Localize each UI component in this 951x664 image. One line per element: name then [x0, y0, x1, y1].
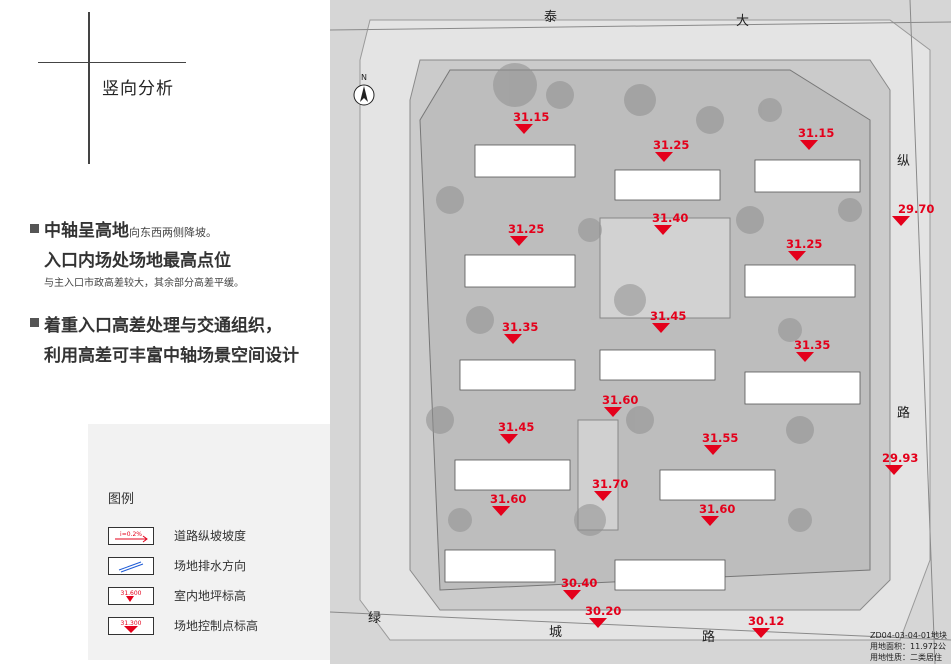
- road-label-south-3: 路: [702, 630, 716, 645]
- elevation-label: 31.15: [513, 110, 550, 124]
- indoor-sample-label: 31.600: [121, 590, 142, 597]
- road-label-north-1: 泰: [544, 10, 558, 25]
- elevation-label: 31.15: [798, 126, 835, 140]
- elevation-marker-icon: [589, 618, 607, 628]
- elevation-marker-icon: [492, 506, 510, 516]
- title-cross-horizontal-line: [38, 62, 186, 63]
- drainage-arrow-icon: [108, 557, 154, 575]
- left-panel: 竖向分析 中轴呈高地向东西两侧降坡。 入口内场处场地最高点位 与主入口市政高差较…: [0, 0, 330, 664]
- slope-arrow-icon: i=0.2%: [108, 527, 154, 545]
- legend-item-indoor: 31.600 室内地坪标高: [108, 586, 328, 606]
- road-label-east-1: 纵: [897, 154, 911, 169]
- elevation-marker-icon: [892, 216, 910, 226]
- elevation-label: 31.60: [602, 393, 639, 407]
- elevation-label: 30.12: [748, 614, 785, 628]
- indoor-elevation-icon: 31.600: [108, 587, 154, 605]
- elevation-marker-icon: [510, 236, 528, 246]
- elevation-label: 31.60: [699, 502, 736, 516]
- elevation-marker-icon: [704, 445, 722, 455]
- road-label-south-1: 绿: [368, 611, 382, 626]
- bullet-square-icon: [30, 224, 39, 233]
- elevation-label: 29.93: [882, 451, 919, 465]
- site-plan-drawing: N: [330, 0, 951, 664]
- road-label-north-2: 大: [736, 14, 750, 29]
- point-2: 入口内场处场地最高点位: [44, 251, 231, 271]
- elevation-label: 31.25: [653, 138, 690, 152]
- legend-label-indoor: 室内地坪标高: [174, 589, 247, 603]
- elevation-marker-icon: [752, 628, 770, 638]
- elevation-label: 31.35: [794, 338, 831, 352]
- site-sample-label: 31.300: [121, 620, 142, 627]
- elevation-marker-icon: [500, 434, 518, 444]
- point-1-headline: 中轴呈高地: [44, 221, 129, 241]
- elevation-marker-icon: [515, 124, 533, 134]
- point-1: 中轴呈高地向东西两侧降坡。: [44, 216, 217, 241]
- elevation-label: 31.70: [592, 477, 629, 491]
- elevation-label: 31.55: [702, 431, 739, 445]
- elevation-marker-icon: [654, 225, 672, 235]
- site-elevation-icon: 31.300: [108, 617, 154, 635]
- point-3: 着重入口高差处理与交通组织，: [44, 316, 282, 336]
- elevation-marker-icon: [604, 407, 622, 417]
- legend-label-slope: 道路纵坡坡度: [174, 529, 247, 543]
- page-title: 竖向分析: [102, 79, 174, 99]
- legend-item-site: 31.300 场地控制点标高: [108, 616, 328, 636]
- elevation-marker-icon: [788, 251, 806, 261]
- elevation-label: 31.45: [498, 420, 535, 434]
- elevation-marker-icon: [800, 140, 818, 150]
- elevation-marker-icon: [885, 465, 903, 475]
- plot-info-use: 用地性质：二类居住: [870, 653, 942, 662]
- bullet-square-icon: [30, 318, 39, 327]
- elevation-label: 30.20: [585, 604, 622, 618]
- elevation-label: 31.45: [650, 309, 687, 323]
- point-4: 利用高差可丰富中轴场景空间设计: [44, 346, 299, 366]
- site-plan: N 泰 大 纵 路 绿 城 路 31.15 31.25 31.15 29.70 …: [330, 0, 951, 664]
- elevation-marker-icon: [594, 491, 612, 501]
- elevation-marker-icon: [655, 152, 673, 162]
- point-2-note: 与主入口市政高差较大，其余部分高差平缓。: [44, 278, 244, 289]
- elevation-label: 31.25: [786, 237, 823, 251]
- elevation-label: 31.60: [490, 492, 527, 506]
- plot-info-id: ZD04-03-04-01地块: [870, 631, 948, 640]
- legend-title: 图例: [108, 492, 135, 507]
- elevation-marker-icon: [652, 323, 670, 333]
- elevation-label: 31.40: [652, 211, 689, 225]
- elevation-marker-icon: [796, 352, 814, 362]
- elevation-label: 31.35: [502, 320, 539, 334]
- elevation-label: 31.25: [508, 222, 545, 236]
- slope-sample-label: i=0.2%: [120, 531, 142, 538]
- elevation-marker-icon: [701, 516, 719, 526]
- legend-label-drainage: 场地排水方向: [174, 559, 247, 573]
- elevation-marker-icon: [563, 590, 581, 600]
- road-label-south-2: 城: [549, 625, 563, 640]
- plot-info-area: 用地面积：11.972公: [870, 642, 946, 651]
- elevation-label: 30.40: [561, 576, 598, 590]
- legend-item-slope: i=0.2% 道路纵坡坡度: [108, 526, 328, 546]
- road-label-east-2: 路: [897, 406, 911, 421]
- north-label: N: [361, 73, 367, 82]
- legend-item-drainage: 场地排水方向: [108, 556, 328, 576]
- elevation-label: 29.70: [898, 202, 935, 216]
- title-cross-vertical-line: [88, 12, 90, 164]
- point-1-detail: 向东西两侧降坡。: [129, 226, 217, 239]
- elevation-marker-icon: [504, 334, 522, 344]
- legend-label-site: 场地控制点标高: [174, 619, 259, 633]
